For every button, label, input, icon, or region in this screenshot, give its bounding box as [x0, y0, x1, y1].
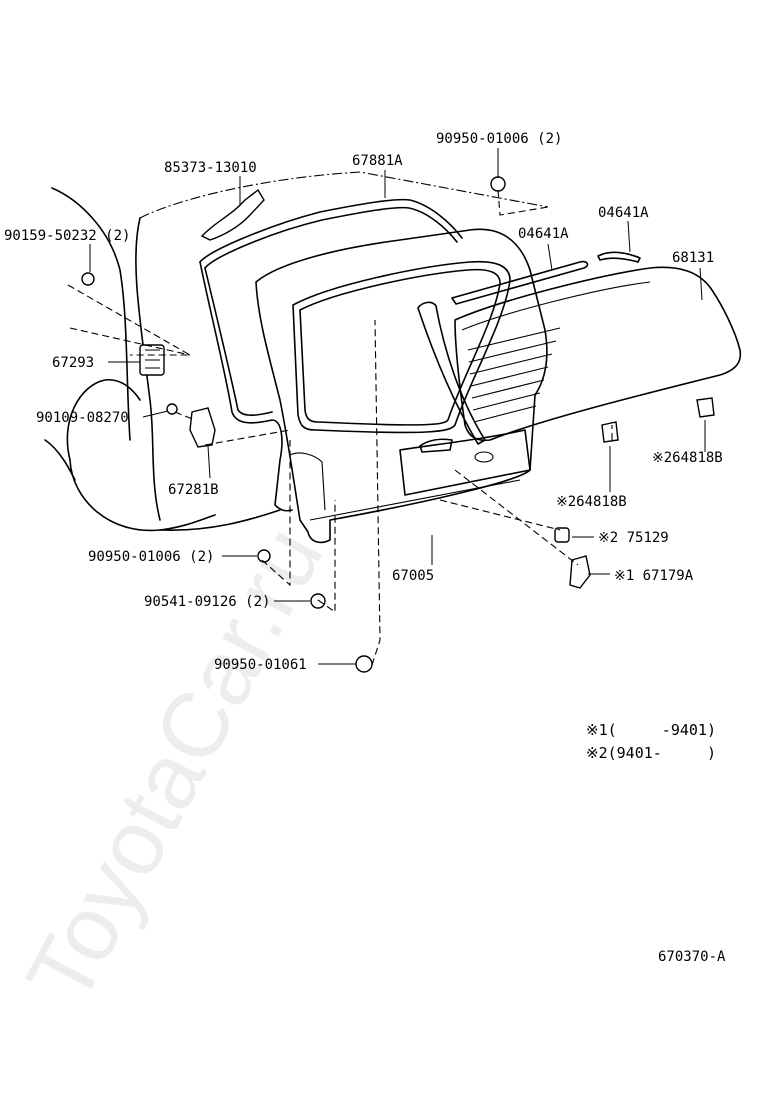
defogger-lines — [467, 327, 561, 423]
wheel-arch-arc — [66, 378, 141, 461]
bracket-264818B-a — [696, 397, 715, 418]
back-window-glass — [454, 266, 742, 442]
label-67281B: 67281B — [168, 482, 219, 498]
clip-90950-mid — [257, 549, 271, 563]
watermark: ToyotaCar.ru — [8, 511, 343, 1019]
label-90950-01006-top: 90950-01006 (2) — [436, 131, 562, 147]
wheel-outline — [69, 459, 216, 532]
label-67293: 67293 — [52, 355, 94, 371]
hinge-67293-detail — [145, 349, 160, 369]
bracket-264818B-b — [601, 421, 619, 443]
door-glass-opening — [292, 260, 511, 434]
label-264818B-right: ※264818B — [652, 450, 723, 466]
label-90950-01061: 90950-01061 — [214, 657, 307, 673]
body-side-line — [51, 187, 131, 441]
door-panel-lower-edge — [309, 479, 521, 521]
label-90159-50232: 90159-50232 (2) — [4, 228, 130, 244]
note-1: ※1( -9401) — [586, 721, 716, 739]
label-67179A: ※1 67179A — [614, 568, 694, 584]
door-glass-inner-edge — [299, 268, 501, 426]
assembly-lines — [67, 189, 613, 666]
bolt-90109 — [166, 403, 178, 415]
bolt-90159 — [81, 272, 95, 286]
body-roof-outline — [139, 171, 549, 219]
moulding-upper-strip — [451, 260, 589, 305]
weatherstrip-upper-inner — [204, 206, 458, 269]
cushion-90541 — [310, 593, 326, 609]
clip-75129 — [554, 527, 570, 543]
moulding-corner-strip — [597, 251, 641, 263]
body-bottom-line — [159, 509, 281, 532]
lock-cylinder-hole — [474, 451, 494, 463]
label-85373-13010: 85373-13010 — [164, 160, 257, 176]
lock-67179A — [569, 555, 591, 589]
label-90541-09126: 90541-09126 (2) — [144, 594, 270, 610]
weatherstrip-upper — [199, 198, 463, 263]
label-264818B-lower: ※264818B — [556, 494, 627, 510]
label-04641A-right: 04641A — [598, 205, 649, 221]
license-recess — [399, 429, 531, 496]
label-68131: 68131 — [672, 250, 714, 266]
label-67005: 67005 — [392, 568, 434, 584]
note-2: ※2(9401- ) — [586, 744, 716, 762]
label-90109-08270: 90109-08270 — [36, 410, 129, 426]
weatherstrip-side — [199, 261, 293, 512]
back-door-panel — [255, 228, 548, 544]
plug-90950-bot — [355, 655, 373, 673]
moulding-side-strip — [417, 301, 486, 445]
weatherstrip-side-inner — [204, 267, 273, 416]
cable-85373 — [200, 188, 265, 241]
figure-id: 670370-A — [658, 949, 726, 965]
label-75129: ※2 75129 — [598, 530, 669, 546]
glass-inner-line — [461, 281, 651, 331]
door-corner-detail — [289, 452, 326, 511]
label-04641A-left: 04641A — [518, 226, 569, 242]
leader-lines — [89, 148, 706, 665]
hinge-67281B — [189, 407, 216, 448]
label-90950-01006-mid: 90950-01006 (2) — [88, 549, 214, 565]
handle-hole — [419, 438, 453, 453]
clip-90950-top — [490, 176, 506, 192]
label-67881A: 67881A — [352, 153, 403, 169]
body-pillar — [135, 217, 161, 521]
